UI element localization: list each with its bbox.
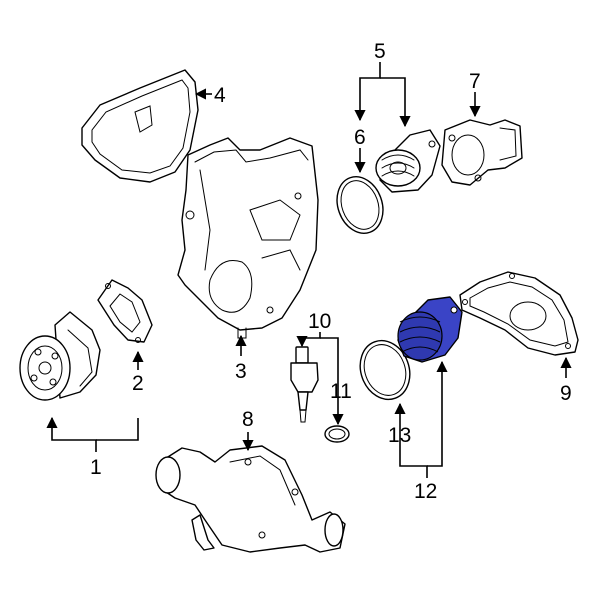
callout-1-label[interactable]: 1 bbox=[90, 456, 102, 479]
callout-12-label[interactable]: 12 bbox=[414, 480, 437, 503]
callout-9-label[interactable]: 9 bbox=[560, 382, 572, 405]
water-outlet-part[interactable] bbox=[155, 445, 346, 553]
thermostat-12-highlighted-part[interactable] bbox=[397, 296, 463, 363]
o-ring-6-part[interactable] bbox=[329, 170, 390, 240]
front-cover-part[interactable] bbox=[177, 137, 319, 339]
callout-5-label[interactable]: 5 bbox=[374, 40, 386, 63]
callout-10-label[interactable]: 10 bbox=[308, 310, 331, 333]
water-pump-part[interactable] bbox=[19, 311, 101, 401]
callout-13-label[interactable]: 13 bbox=[388, 424, 411, 447]
housing-gasket-part[interactable] bbox=[459, 271, 579, 356]
callout-4-label[interactable]: 4 bbox=[214, 84, 226, 107]
callout-10-leader bbox=[296, 332, 344, 426]
callout-2-label[interactable]: 2 bbox=[132, 372, 144, 395]
callout-1-leader bbox=[46, 416, 139, 452]
o-ring-13-part[interactable] bbox=[352, 334, 418, 407]
callout-7-label[interactable]: 7 bbox=[469, 70, 481, 93]
washer-part[interactable] bbox=[324, 425, 350, 443]
callout-8-label[interactable]: 8 bbox=[242, 408, 254, 431]
callout-3-label[interactable]: 3 bbox=[235, 360, 247, 383]
thermostat-housing-part[interactable] bbox=[441, 119, 523, 186]
callout-12-leader bbox=[394, 360, 448, 478]
cover-gasket-part[interactable] bbox=[81, 69, 199, 183]
thermostat-part[interactable] bbox=[375, 129, 441, 193]
temp-sensor-part[interactable] bbox=[290, 346, 319, 423]
callout-11-label[interactable]: 11 bbox=[330, 380, 352, 403]
callout-6-label[interactable]: 6 bbox=[354, 126, 366, 149]
callout-5-leader bbox=[354, 62, 411, 128]
pump-gasket-part[interactable] bbox=[97, 279, 153, 343]
